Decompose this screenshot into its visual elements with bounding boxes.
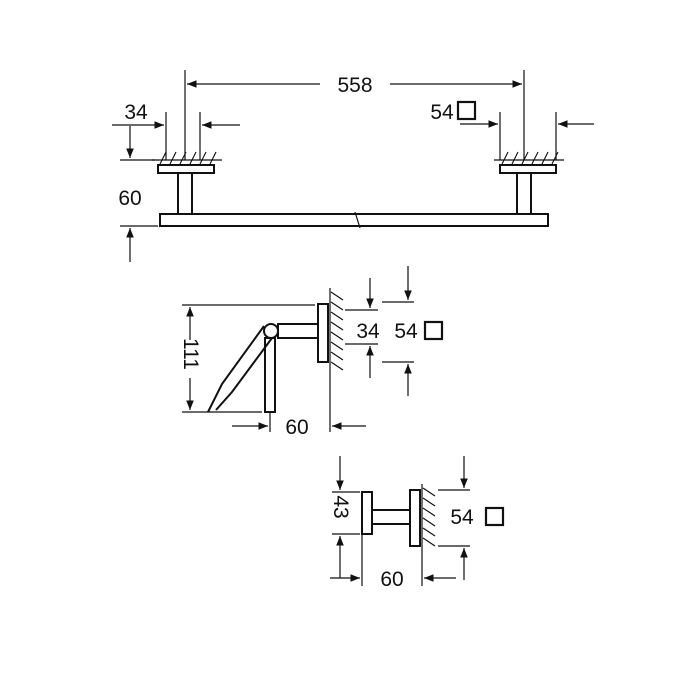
paper-holder-offset-label: 34 [356,320,380,343]
square-rosette-icon [484,506,505,527]
hook-wall-hatch [422,487,436,547]
square-rosette-icon [456,100,477,121]
hook-drawing: 43 60 54 [329,456,505,591]
paper-holder-pivot [263,323,279,339]
paper-holder-depth-label: 60 [285,416,308,439]
left-rosette [157,164,215,174]
right-post [516,172,532,215]
paper-holder-flap [207,325,273,413]
hook-arm [371,509,411,525]
hook-cap [361,491,373,535]
hook-rosette-label: 54 [450,506,474,529]
paper-holder-rosette [317,303,329,363]
right-rosette [499,164,557,174]
towel-bar-rosette-label: 54 [430,101,454,124]
paper-holder-arm [277,323,319,339]
square-rosette-icon [423,320,444,341]
paper-holder-bar [264,337,276,413]
towel-bar-drawing: 558 34 54 60 [112,70,594,262]
towel-bar-length-label: 558 [337,74,372,97]
towel-bar-rail [159,213,549,227]
paper-holder-wall-hatch [330,291,344,371]
left-post [177,172,193,215]
hook-height-label: 43 [329,495,352,518]
paper-holder-rosette-label: 54 [394,320,418,343]
paper-holder-height-label: 111 [179,338,202,370]
towel-bar-height-label: 60 [118,187,141,210]
hook-rosette [409,489,421,547]
hook-depth-label: 60 [380,568,403,591]
left-wall-hatch [159,151,217,165]
towel-bar-offset-label: 34 [124,101,148,124]
right-wall-hatch [501,151,559,165]
paper-holder-drawing: 111 60 34 54 [179,266,444,439]
